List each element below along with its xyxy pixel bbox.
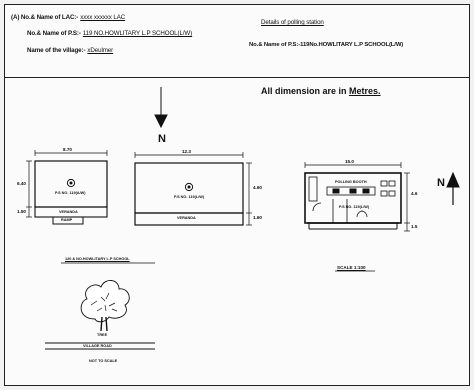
- village-road-label: VILLAGE ROAD: [83, 344, 112, 348]
- detail-width-dim: 15.0: [345, 159, 354, 164]
- dimension-note: All dimension are in Metres.: [261, 86, 381, 96]
- detail-height-dim: 4.6: [411, 191, 418, 196]
- dimension-note-unit: Metres.: [349, 86, 381, 96]
- dimension-note-prefix: All dimension are in: [261, 86, 350, 96]
- north-arrow-right-icon: [446, 171, 460, 205]
- middle-building-outline: [134, 162, 244, 226]
- middle-veranda-dim: 1.60: [253, 215, 262, 220]
- left-veranda-label: VERANDA: [59, 210, 78, 214]
- middle-room-label: P.S NO. 119(L/W): [174, 195, 205, 199]
- left-height-dim: 6.40: [17, 181, 26, 186]
- detail-room-label: P.S NO. 119(L/W): [339, 205, 370, 209]
- left-width-dim: 8.70: [63, 147, 72, 152]
- middle-dimension-lines: [134, 152, 252, 226]
- detail-top-label: POLLING BOOTH: [335, 180, 367, 184]
- left-dimension-lines: [26, 150, 108, 218]
- not-to-scale-label: NOT TO SCALE: [89, 359, 118, 363]
- lac-label: (A) No.& Name of LAC:-: [11, 14, 79, 21]
- left-room-label: P.S NO. 119(A/W): [55, 191, 86, 195]
- village-value: xDeulmer: [87, 47, 114, 54]
- ramp-label: RAMP: [61, 218, 73, 222]
- details-title: Details of polling station: [261, 19, 324, 26]
- north-arrow-icon: [154, 87, 168, 129]
- ps-value: 119 NO.HOWLITARY L.P SCHOOL(L/W): [82, 30, 193, 37]
- tree-icon: [80, 280, 130, 332]
- middle-width-dim: 12.3: [182, 149, 191, 154]
- village-road-lines: [45, 342, 155, 350]
- left-building-caption: 120 & NO.HOWLITARY L.P SCHOOL: [65, 257, 130, 261]
- tree-label: TREE: [97, 333, 108, 337]
- lac-line: (A) No.& Name of LAC:-xxxx xxxxxx LAC: [11, 14, 125, 21]
- detail-side-dim: 1.5: [411, 224, 418, 229]
- detail-dimension-lines: [304, 162, 410, 232]
- ps-line: No.& Name of P.S:-119 NO.HOWLITARY L.P S…: [27, 30, 192, 37]
- left-veranda-dim: 1.50: [17, 209, 26, 214]
- village-label: Name of the village:-: [27, 47, 86, 54]
- detail-plan-outline: [304, 172, 402, 230]
- north-label: N: [158, 133, 166, 145]
- ps-label: No.& Name of P.S:-: [27, 30, 81, 37]
- detail-scale-label: SCALE 1:100: [337, 265, 366, 270]
- header-divider: [5, 77, 469, 78]
- polling-station-sheet: (A) No.& Name of LAC:-xxxx xxxxxx LAC No…: [4, 4, 470, 386]
- middle-height-dim: 4.60: [253, 185, 262, 190]
- left-building-outline: [34, 160, 108, 225]
- site-plan-drawing: [26, 87, 460, 350]
- lac-value: xxxx xxxxxx LAC: [80, 14, 126, 21]
- village-line: Name of the village:-xDeulmer: [27, 47, 113, 54]
- north-label-right: N: [437, 177, 445, 189]
- details-line: No.& Name of P.S:-119No.HOWLITARY L.P SC…: [249, 42, 404, 48]
- middle-veranda-label: VERANDA: [177, 216, 196, 220]
